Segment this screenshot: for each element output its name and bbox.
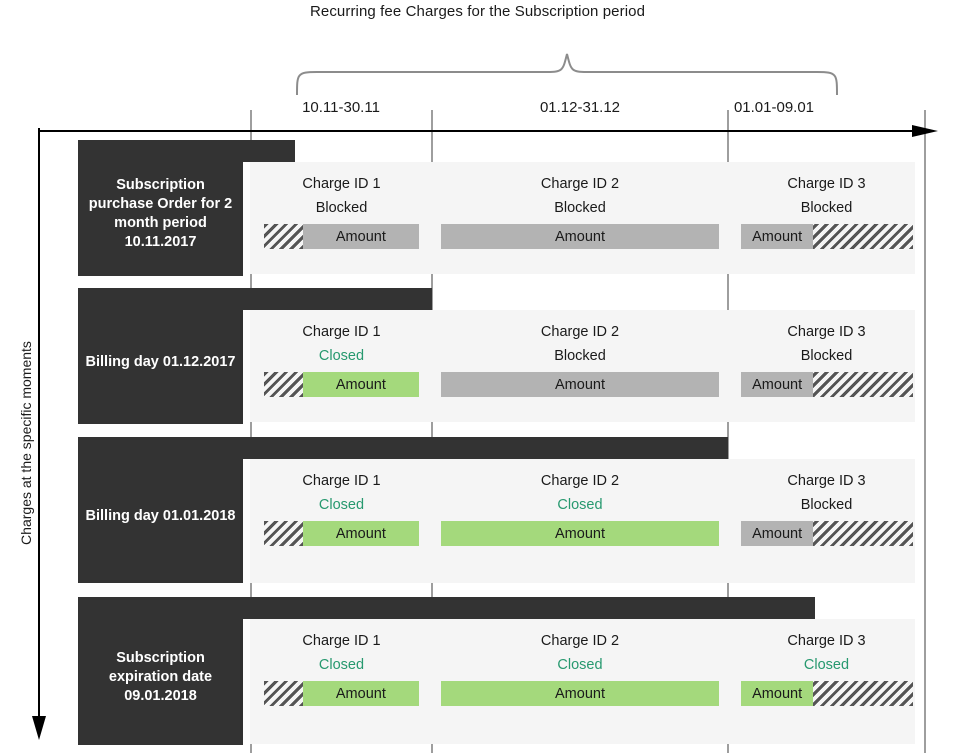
charge-status-label: Blocked (554, 348, 606, 364)
diagram-title: Recurring fee Charges for the Subscripti… (309, 3, 646, 20)
column-divider-2 (431, 110, 433, 753)
period-label-1: 10.11-30.11 (302, 99, 380, 116)
amount-fill-segment: Amount (302, 224, 419, 249)
amount-bar: Amount (441, 681, 719, 706)
charge-status-label: Blocked (800, 200, 853, 216)
amount-bar: Amount (441, 224, 719, 249)
amount-bar: Amount (741, 372, 913, 397)
event-label-box: Billing day 01.12.2017 (78, 300, 243, 424)
charge-id-label: Charge ID 2 (540, 633, 620, 649)
row-panel (250, 162, 915, 274)
charge-status-label: Closed (318, 348, 365, 364)
charge-id-label: Charge ID 2 (540, 324, 620, 340)
amount-hatched-segment (813, 224, 913, 249)
charge-id-label: Charge ID 2 (540, 176, 620, 192)
amount-fill-segment: Amount (741, 224, 814, 249)
moments-axis-arrow (32, 128, 46, 740)
amount-hatched-segment (264, 372, 303, 397)
charge-id-label: Charge ID 2 (540, 473, 620, 489)
amount-fill-segment: Amount (302, 521, 419, 546)
time-axis-arrow (38, 125, 938, 137)
charge-id-label: Charge ID 1 (302, 324, 381, 340)
amount-bar: Amount (264, 372, 419, 397)
amount-fill-segment: Amount (441, 372, 719, 397)
charge-id-label: Charge ID 1 (302, 633, 381, 649)
charge-status-label: Blocked (315, 200, 368, 216)
charge-status-label: Blocked (554, 200, 606, 216)
charge-status-label: Closed (557, 657, 603, 673)
row-progress-bar (78, 597, 815, 619)
amount-bar: Amount (441, 521, 719, 546)
amount-hatched-segment (813, 372, 913, 397)
period-label-3: 01.01-09.01 (733, 99, 815, 116)
amount-fill-segment: Amount (302, 372, 419, 397)
charge-status-label: Closed (557, 497, 603, 513)
amount-bar: Amount (264, 224, 419, 249)
charge-id-label: Charge ID 3 (787, 473, 866, 489)
amount-fill-segment: Amount (741, 372, 814, 397)
charge-id-label: Charge ID 1 (302, 473, 381, 489)
charge-status-label: Closed (803, 657, 850, 673)
amount-fill-segment: Amount (441, 681, 719, 706)
column-divider-3 (727, 110, 729, 753)
amount-bar: Amount (741, 681, 913, 706)
charge-status-label: Closed (318, 657, 365, 673)
event-label-box: Subscription purchase Order for 2 month … (78, 152, 243, 276)
column-divider-1 (250, 110, 252, 753)
amount-fill-segment: Amount (741, 521, 814, 546)
amount-hatched-segment (813, 681, 913, 706)
amount-hatched-segment (264, 521, 303, 546)
amount-hatched-segment (813, 521, 913, 546)
amount-fill-segment: Amount (741, 681, 814, 706)
amount-bar: Amount (741, 224, 913, 249)
column-divider-4 (924, 110, 926, 753)
subscription-period-brace (296, 53, 838, 95)
charge-id-label: Charge ID 1 (302, 176, 381, 192)
amount-fill-segment: Amount (441, 224, 719, 249)
event-label-box: Subscription expiration date 09.01.2018 (78, 609, 243, 745)
charge-status-label: Blocked (800, 497, 853, 513)
amount-fill-segment: Amount (441, 521, 719, 546)
amount-fill-segment: Amount (302, 681, 419, 706)
row-panel (250, 310, 915, 422)
event-label-box: Billing day 01.01.2018 (78, 449, 243, 583)
amount-bar: Amount (441, 372, 719, 397)
timeline-row: Subscription purchase Order for 2 month … (0, 140, 955, 276)
charge-status-label: Blocked (800, 348, 853, 364)
amount-hatched-segment (264, 681, 303, 706)
amount-bar: Amount (264, 521, 419, 546)
charge-id-label: Charge ID 3 (787, 633, 866, 649)
amount-hatched-segment (264, 224, 303, 249)
period-label-2: 01.12-31.12 (539, 99, 621, 116)
charge-id-label: Charge ID 3 (787, 176, 866, 192)
amount-bar: Amount (741, 521, 913, 546)
charge-id-label: Charge ID 3 (787, 324, 866, 340)
amount-bar: Amount (264, 681, 419, 706)
charge-status-label: Closed (318, 497, 365, 513)
